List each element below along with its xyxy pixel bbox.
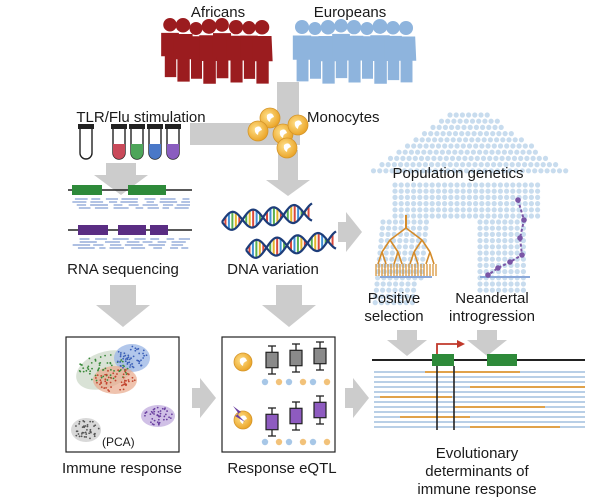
europeans-label: Europeans xyxy=(314,4,387,21)
arrow-dna-to-eqtl xyxy=(262,285,316,327)
stimulated-monocyte xyxy=(233,406,253,430)
person-silhouette xyxy=(396,21,417,83)
pca-panel: (PCA) xyxy=(65,336,180,453)
arrow-selection-down xyxy=(387,330,427,356)
neandertal-label-line2: introgression xyxy=(449,308,535,325)
genotype-dot xyxy=(261,438,269,446)
population-genetics-label: Population genetics xyxy=(393,165,524,182)
genotype-dot xyxy=(309,438,317,446)
test-tubes xyxy=(78,124,181,160)
monocyte-cell xyxy=(287,114,309,136)
arrow-to-rna-seq xyxy=(94,163,148,195)
pca-points xyxy=(75,345,173,440)
boxplot xyxy=(313,341,327,371)
genotype-dot xyxy=(285,378,293,386)
connector-arrows xyxy=(94,82,507,418)
person-silhouette xyxy=(252,20,273,84)
eqtl-panel xyxy=(221,336,336,453)
boxplot xyxy=(265,407,279,437)
boxplot xyxy=(289,401,303,431)
haplotype-lines xyxy=(374,371,585,428)
pca-label: (PCA) xyxy=(102,435,135,449)
tube-5 xyxy=(165,124,181,160)
arrow-rna-to-immune xyxy=(96,285,150,327)
monocyte-cell xyxy=(259,107,281,129)
rna-reads-top xyxy=(72,198,190,209)
rna-reads-bottom xyxy=(72,238,190,249)
genotype-dot xyxy=(299,378,307,386)
genotype-dot xyxy=(285,438,293,446)
haplotype-panel xyxy=(372,340,585,430)
neandertal-label-line1: Neandertal xyxy=(455,290,528,307)
genotype-dot xyxy=(309,378,317,386)
neandertal-introgression-path xyxy=(485,197,527,278)
tube-1 xyxy=(78,124,94,160)
monocytes-label: Monocytes xyxy=(307,109,380,126)
evo-label-line2: determinants of xyxy=(425,463,529,480)
monocyte-cells xyxy=(247,107,309,159)
europeans-silhouettes xyxy=(292,19,417,84)
genotype-dot xyxy=(323,378,331,386)
genotype-dot xyxy=(275,378,283,386)
genotype-dot xyxy=(261,378,269,386)
arrow-dna-to-popgen xyxy=(338,212,362,252)
tree-gap xyxy=(438,230,475,300)
dna-helices xyxy=(221,202,337,259)
genotype-dot xyxy=(275,438,283,446)
positive-label-line1: Positive xyxy=(368,290,421,307)
immune-response-label: Immune response xyxy=(62,460,182,477)
positive-label-line2: selection xyxy=(364,308,423,325)
dna-helix xyxy=(245,230,337,259)
positive-selection-tree xyxy=(375,215,437,276)
genotype-dot xyxy=(299,438,307,446)
boxplot xyxy=(265,345,279,375)
tube-4 xyxy=(147,124,163,160)
rna-sequencing-label: RNA sequencing xyxy=(67,261,179,278)
rna-seq-tracks xyxy=(68,185,192,249)
africans-silhouettes xyxy=(161,18,273,84)
genotype-dot xyxy=(323,438,331,446)
monocyte-cell xyxy=(233,352,253,372)
dna-helix xyxy=(221,202,313,231)
population-tree-dots xyxy=(370,112,569,306)
boxplot xyxy=(289,343,303,373)
tube-3 xyxy=(129,124,145,160)
stimulation-label: TLR/Flu stimulation xyxy=(76,109,205,126)
evo-label-line3: immune response xyxy=(417,481,536,498)
arrow-to-stimulation xyxy=(190,123,300,145)
eqtl-boxplots xyxy=(261,341,331,446)
dna-variation-label: DNA variation xyxy=(227,261,319,278)
evo-label-line1: Evolutionary xyxy=(436,445,519,462)
boxplot xyxy=(313,395,327,425)
tube-2 xyxy=(111,124,127,160)
monocyte-cell xyxy=(247,120,269,142)
monocyte-cell xyxy=(276,137,298,159)
africans-label: Africans xyxy=(191,4,245,21)
arrow-eqtl-to-evo xyxy=(345,378,369,418)
response-eqtl-label: Response eQTL xyxy=(227,460,336,477)
arrow-immune-to-eqtl xyxy=(192,378,216,418)
arrow-neandertal-down xyxy=(467,330,507,356)
